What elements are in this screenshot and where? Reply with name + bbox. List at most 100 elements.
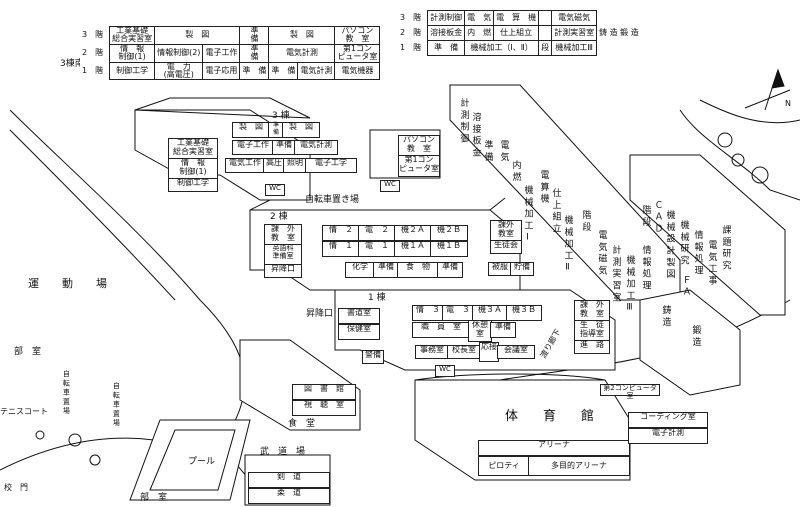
room-security: 警備 (362, 350, 384, 364)
bike-parking-left-2: 自 転 車 置 場 (112, 382, 121, 426)
room-guidance: 生 徒 指導室 (574, 320, 610, 342)
room-cell: 電気計測 (268, 43, 336, 63)
floor-label: 3 階 (400, 12, 422, 22)
room-cell: 製 図 (154, 26, 241, 45)
legend-west-row-3f: 3 階 工業基礎 総合実習室 製 図 準 備 製 図 パソコン 教 室 (80, 26, 381, 45)
building-2-label: 2 棟 (270, 212, 288, 222)
stairs: 階 段 (580, 210, 591, 231)
gym-pilotis: ピロティ (478, 456, 530, 476)
room-measurement-lab: 計 測 実 習 室 (610, 245, 621, 302)
room-prep: 準備 (272, 140, 296, 155)
room-fa: Ｆ Ａ (680, 275, 691, 296)
room-cell: 計測制御 (427, 10, 466, 26)
legend-east-row-3f: 3 階 計測制御 電 気 電 算 機 電気磁気 鋳 造 鍛 造 (398, 10, 641, 36)
room-mech-2b: 機２Ｂ (430, 225, 468, 241)
room-electronics-workshop: 電子工作 (232, 140, 274, 155)
room-cell: 機械加工Ⅲ (551, 40, 598, 56)
room-machining-1: 機 械 加 工 Ⅰ (522, 185, 533, 243)
legend-east-table: 3 階 計測制御 電 気 電 算 機 電気磁気 鋳 造 鍛 造 2 階 溶接板金… (398, 10, 641, 56)
bike-parking-main: 自転車置き場 (305, 195, 360, 205)
av-room: 視 聴 室 (292, 400, 356, 416)
room-english-prep: 英語科 準備室 (264, 244, 302, 266)
building-1-label: 1 棟 (368, 293, 386, 303)
room-elec-1: 電 １ (358, 241, 396, 257)
room-high-voltage: 高圧 (263, 158, 285, 173)
pool: プール (188, 457, 216, 467)
room-cell: 工業基礎 総合実習室 (109, 26, 156, 45)
room-electromagnetism: 電 気 磁 気 (596, 230, 607, 275)
room-project-research: 課 題 研 究 (720, 225, 731, 270)
north-arrow-label: N (785, 99, 791, 108)
room-welding: 溶 接 板 金 (470, 112, 481, 157)
room-cell: 内 燃 (464, 25, 495, 41)
room-entrance: 昇降口 (264, 264, 302, 278)
room-control-engineering: 制御工学 (168, 178, 218, 192)
room-cell: 準 備 (239, 26, 270, 45)
room-cell: 機械加工（Ⅰ、Ⅱ） (464, 40, 540, 56)
room-info-3: 情 ３ (412, 305, 444, 321)
room-electrical-works: 電 気 工 事 (706, 240, 717, 285)
room-info-processing-2: 情 報 処 理 (692, 230, 703, 275)
room-cell: 電気磁気 (551, 10, 598, 26)
room-mech-3b: 機３Ｂ (506, 305, 542, 321)
room-meeting: 会議室 (497, 345, 535, 359)
room-career: 進 路 (574, 340, 610, 354)
building-3-label: 3 棟 (272, 111, 290, 121)
room-extracurricular: 課 外 教 室 (264, 224, 302, 246)
legend-west-side-label: 3棟南側 (60, 59, 93, 69)
playground: 運 動 場 (28, 277, 113, 290)
legend-east-right: 鋳 造 鍛 造 (599, 27, 639, 37)
room-cell: 電気計測 (297, 61, 336, 81)
room-pc-classroom: パソコン 教 室 (398, 135, 440, 157)
room-assembly: 仕 上 組 立 (550, 188, 561, 233)
stairs: 階 段 (640, 205, 651, 226)
legend-east-row-1f: 1 階 準 備 機械加工（Ⅰ、Ⅱ） 段 機械加工Ⅲ (398, 40, 641, 56)
room-prep: 準備 (373, 262, 399, 278)
room-info-2: 情 ２ (322, 225, 360, 241)
judo-room: 柔 道 (248, 488, 330, 504)
room-cell: 電気機器 (334, 61, 381, 81)
room-elec-3: 電 ３ (442, 305, 474, 321)
computer-room-2: 第2コンピュータ室 (600, 384, 660, 400)
room-cell: 電子応用 (202, 61, 241, 81)
room-drafting: 製 図 (232, 122, 270, 138)
tennis-court: テニスコート (0, 407, 48, 416)
wc-label: WC (380, 180, 400, 192)
room-general-lab: 工業基礎 総合実習室 (168, 138, 218, 160)
room-cell: 計測実習室 (551, 25, 598, 41)
casting: 鋳 造 (660, 305, 671, 326)
room-cell: 電子工作 (202, 43, 241, 63)
room-office: 事務室 (415, 345, 449, 359)
room-electrical-measurement: 電気計測 (294, 140, 338, 155)
room-info-1: 情 １ (322, 241, 360, 257)
building-1-entrance: 昇降口 (306, 309, 334, 319)
room-cell: 制御工学 (109, 61, 156, 81)
room-chemistry: 化学 (345, 262, 375, 278)
room-electrical-workshop: 電気工作 (225, 158, 265, 173)
bike-parking-left-1: 自 転 車 置 場 (62, 370, 71, 414)
room-mech-1b: 機１Ｂ (430, 241, 468, 257)
room-combustion: 内 燃 (510, 160, 521, 181)
gym-multipurpose-arena: 多目的アリーナ (528, 456, 630, 476)
room-mech-research: 機 械 研 究 (678, 220, 689, 265)
legend-west-row-2f: 2 階 情 報 制御(1) 情報制御(2) 電子工作 準 備 電気計測 第1コン… (80, 43, 381, 63)
legend-west-table: 3 階 工業基礎 総合実習室 製 図 準 備 製 図 パソコン 教 室 2 階 … (80, 26, 381, 81)
school-gate: 校 門 (4, 483, 28, 492)
clubroom-bottom: 部 室 (140, 493, 168, 503)
room-sewing: 被服 (488, 262, 512, 276)
room-cell: 準 備 (427, 40, 466, 56)
room-prep: 準 備 (482, 140, 493, 161)
room-extracurricular: 課 外 教 室 (574, 300, 610, 322)
legend-west-row-1f: 1 階 制御工学 電 力 (高電圧) 電子応用 準 備 準 備 電気計測 電気機… (80, 61, 381, 81)
room-cell: 溶接板金 (427, 25, 466, 41)
room-cell: 準 備 (239, 43, 270, 63)
room-prep: 準備 (490, 322, 516, 338)
coding-room: コーディング室 (628, 412, 708, 428)
room-machining-3: 機 械 加 工 Ⅲ (624, 255, 635, 313)
library: 図 書 館 (292, 384, 356, 400)
room-cad: Ｃ Ａ Ｄ (652, 200, 663, 233)
room-drafting: 製 図 (282, 122, 320, 138)
room-mech-3a: 機３Ａ (472, 305, 508, 321)
room-cell: 第1コン ピュータ室 (334, 43, 381, 63)
room-reception: 応接 (479, 342, 499, 362)
